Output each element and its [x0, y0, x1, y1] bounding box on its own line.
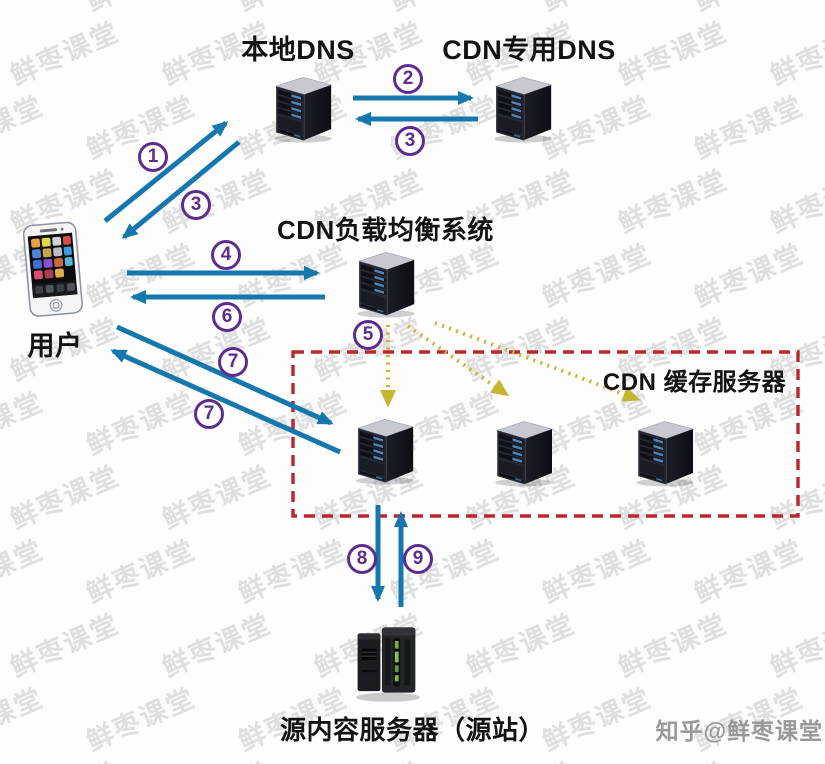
cdn-dns-server-icon: [491, 72, 555, 144]
origin-server-icon: [350, 618, 426, 702]
load-balancer-label: CDN负载均衡系统: [277, 215, 494, 245]
step-badge-4: 4: [211, 240, 241, 270]
blue-arrows: [103, 91, 478, 607]
dispatch-arrow-middle: [406, 324, 510, 397]
arrow-step7-request: [115, 324, 334, 426]
cache-cluster-label: CDN 缓存服务器: [602, 369, 787, 396]
origin-label: 源内容服务器（源站）: [280, 715, 546, 745]
step-badge-2: 2: [393, 64, 423, 94]
step-badge-1: 1: [138, 142, 168, 172]
arrow-step1: [103, 121, 229, 223]
credit-watermark: 知乎@鲜枣课堂: [655, 718, 823, 744]
arrow-step3-return: [121, 140, 241, 239]
cdn-dns-label: CDN专用DNS: [442, 35, 616, 65]
step-badge-6: 6: [212, 302, 242, 332]
user-label: 用户: [27, 331, 83, 361]
local-dns-label: 本地DNS: [241, 35, 355, 65]
cache-server-1-icon: [353, 413, 417, 487]
cache-zone-box: [291, 350, 800, 518]
cache-server-2-icon: [492, 417, 556, 487]
step-badge-7-request: 7: [218, 347, 248, 377]
user-phone-icon: [22, 220, 88, 323]
step-badge-9: 9: [403, 544, 433, 574]
step-badge-8: 8: [347, 544, 377, 574]
load-balancer-server-icon: [354, 247, 418, 319]
step-badge-5: 5: [353, 320, 383, 350]
dispatch-arrows: [380, 321, 641, 408]
cache-server-3-icon: [633, 417, 697, 487]
step-badge-3-dns: 3: [395, 126, 425, 156]
local-dns-server-icon: [271, 72, 335, 144]
step-badge-3-user: 3: [181, 190, 211, 220]
step-badge-7-response: 7: [194, 399, 224, 429]
arrow-step7-response: [110, 348, 342, 455]
